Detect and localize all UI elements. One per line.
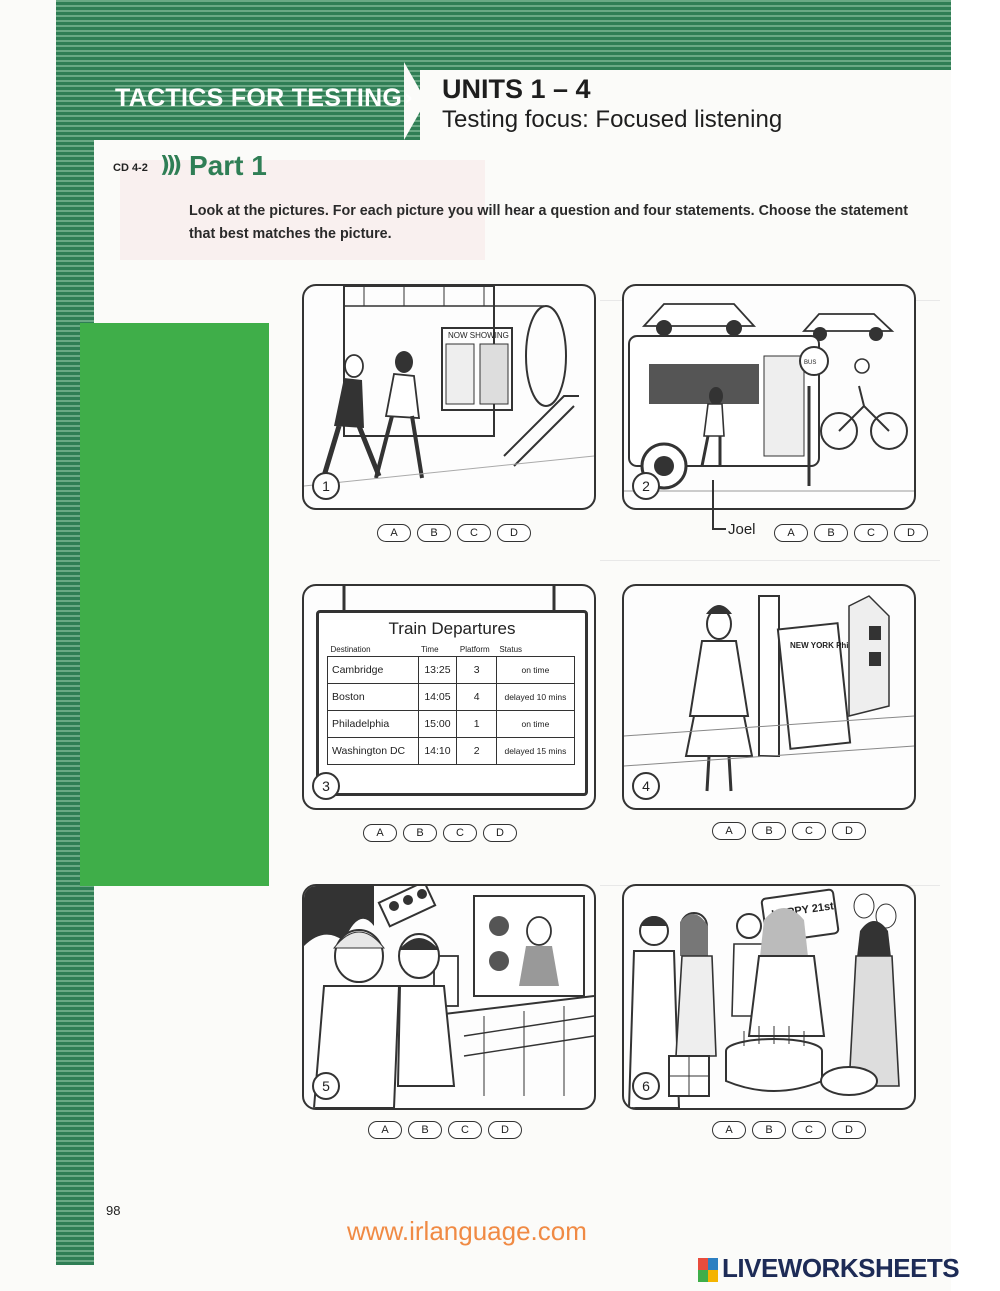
picture-5: 5 [302,884,596,1110]
option-c[interactable]: C [448,1121,482,1139]
option-b[interactable]: B [417,524,451,542]
answer-options-2: A B C D [774,524,928,542]
picture-3: Train Departures Destination Time Platfo… [302,584,596,810]
now-showing-sign: NOW SHOWING [448,331,509,340]
philharmonic-poster: NEW YORK Philharmonic [790,641,887,650]
audio-icon: ))) [160,153,182,178]
option-a[interactable]: A [368,1121,402,1139]
table-row: Cambridge 13:25 3 on time [327,656,576,684]
option-b[interactable]: B [752,822,786,840]
liveworksheets-brand: LIVEWORKSHEETS [722,1253,960,1283]
answer-options-6: A B C D [712,1121,866,1139]
picture-number: 5 [312,1072,340,1100]
table-row: Philadelphia 15:00 1 on time [327,710,576,738]
liveworksheets-logo-icon [698,1258,718,1282]
option-d[interactable]: D [483,824,517,842]
page-number: 98 [106,1203,121,1218]
tactics-title: TACTICS FOR TESTING [115,84,403,112]
option-a[interactable]: A [774,524,808,542]
answer-options-1: A B C D [377,524,531,542]
part-title: Part 1 [189,150,267,181]
option-d[interactable]: D [832,822,866,840]
picture-number: 4 [632,772,660,800]
option-c[interactable]: C [443,824,477,842]
departures-board: Train Departures Destination Time Platfo… [316,610,588,796]
option-a[interactable]: A [712,1121,746,1139]
option-c[interactable]: C [854,524,888,542]
column-header: Status [499,645,523,654]
picture-6: HAPPY 21st 6 [622,884,916,1110]
departures-table: Destination Time Platform Status Cambrid… [327,643,576,765]
units-title: UNITS 1 – 4 [442,74,591,104]
option-b[interactable]: B [403,824,437,842]
table-row: Washington DC 14:10 2 delayed 15 mins [327,737,576,765]
option-c[interactable]: C [792,1121,826,1139]
picture-number: 6 [632,1072,660,1100]
picture-4: NEW YORK Philharmonic 4 [622,584,916,810]
column-header: Time [421,645,439,654]
option-a[interactable]: A [377,524,411,542]
chevron-right-icon: › [404,86,414,111]
option-d[interactable]: D [894,524,928,542]
option-b[interactable]: B [752,1121,786,1139]
option-d[interactable]: D [488,1121,522,1139]
answer-options-4: A B C D [712,822,866,840]
testing-focus: Testing focus: Focused listening [442,106,783,133]
cd-track: CD 4-2 [113,162,148,174]
option-a[interactable]: A [712,822,746,840]
watermark-url: www.irlanguage.com [347,1216,587,1246]
column-header: Destination [330,645,371,654]
picture-number: 1 [312,472,340,500]
answer-overlay-box[interactable] [80,323,269,886]
option-c[interactable]: C [792,822,826,840]
answer-options-3: A B C D [363,824,517,842]
svg-text:BUS: BUS [804,360,816,366]
option-b[interactable]: B [814,524,848,542]
picture-number: 3 [312,772,340,800]
departures-title: Train Departures [388,619,516,638]
picture-2: BUS 2 [622,284,916,510]
option-d[interactable]: D [497,524,531,542]
option-c[interactable]: C [457,524,491,542]
option-a[interactable]: A [363,824,397,842]
instructions: Look at the pictures. For each picture y… [189,203,908,242]
option-b[interactable]: B [408,1121,442,1139]
answer-options-5: A B C D [368,1121,522,1139]
option-d[interactable]: D [832,1121,866,1139]
picture-1: NOW SHOWING 1 [302,284,596,510]
picture-number: 2 [632,472,660,500]
joel-caption: Joel [728,521,756,538]
table-row: Boston 14:05 4 delayed 10 mins [327,683,576,711]
column-header: Platform [459,645,490,654]
